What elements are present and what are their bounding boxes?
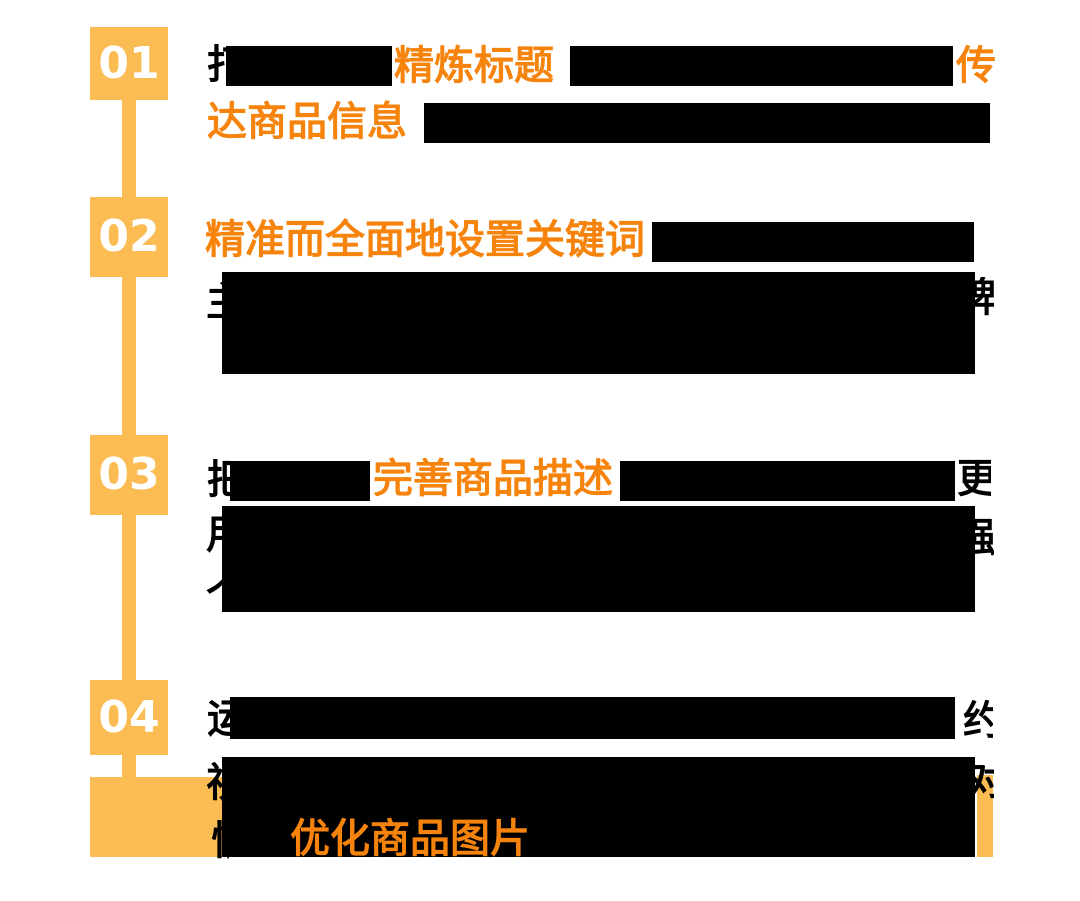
s3-body-partial-left-2: 个 bbox=[206, 574, 224, 616]
s3-line1-redacted-bar-b bbox=[620, 461, 955, 501]
s1-line1-redacted-bar-b bbox=[570, 46, 953, 86]
s3-line1-redacted-bar-a bbox=[230, 461, 370, 501]
step-03-number: 03 bbox=[98, 449, 160, 500]
bottom-accent-rect bbox=[90, 777, 222, 857]
s3-line1-highlight: 完善商品描述 bbox=[373, 456, 613, 502]
s1-line1-redacted-bar-a bbox=[226, 46, 392, 86]
right-accent-strip bbox=[977, 775, 993, 857]
step-02-number: 02 bbox=[98, 211, 160, 262]
s3-line1-partial-char: 把 bbox=[207, 459, 230, 503]
s3-line1-partial-right: 更 bbox=[957, 458, 991, 502]
step-02-box: 02 bbox=[90, 197, 168, 277]
s1-line1-highlight-end: 传 bbox=[956, 43, 996, 89]
s4-body-redacted-block bbox=[222, 757, 975, 857]
s4-line2-partial-right: 对 bbox=[966, 760, 994, 802]
s4-line3-highlight: 优化商品图片 bbox=[290, 816, 530, 862]
s2-heading-highlight: 精准而全面地设置关键词 bbox=[205, 217, 645, 263]
s2-body-redacted-block bbox=[222, 272, 975, 374]
s4-line2-partial-left: 视 bbox=[206, 762, 224, 804]
s4-line1-partial-char: 运 bbox=[207, 698, 230, 742]
s1-line2-highlight: 达商品信息 bbox=[207, 99, 407, 145]
s1-line1-partial-char: 打 bbox=[207, 44, 228, 88]
s2-line1-redacted-bar bbox=[652, 222, 974, 262]
s1-line2-redacted-bar bbox=[424, 103, 990, 143]
step-01-box: 01 bbox=[90, 27, 168, 100]
timeline-connector-1 bbox=[122, 98, 136, 199]
step-04-number: 04 bbox=[98, 691, 160, 743]
s1-line1-highlight: 精炼标题 bbox=[394, 43, 554, 89]
s3-body-partial-left-1: 用 bbox=[206, 514, 224, 556]
timeline-connector-3 bbox=[122, 513, 136, 681]
step-04-box: 04 bbox=[90, 680, 168, 755]
step-01-number: 01 bbox=[98, 37, 160, 89]
s4-line1-partial-right: 约 bbox=[963, 700, 993, 740]
s3-body-partial-right-1: 强 bbox=[956, 517, 994, 559]
step-03-box: 03 bbox=[90, 435, 168, 515]
timeline-connector-4 bbox=[122, 753, 136, 779]
s4-line1-redacted-bar bbox=[230, 697, 955, 739]
timeline-connector-2 bbox=[122, 275, 136, 437]
s4-line3-partial-left: 恰 bbox=[211, 820, 229, 862]
s3-body-redacted-block bbox=[222, 506, 975, 612]
s2-body-partial-right: 牌 bbox=[956, 277, 994, 319]
s2-body-partial-left: 主 bbox=[206, 281, 224, 323]
